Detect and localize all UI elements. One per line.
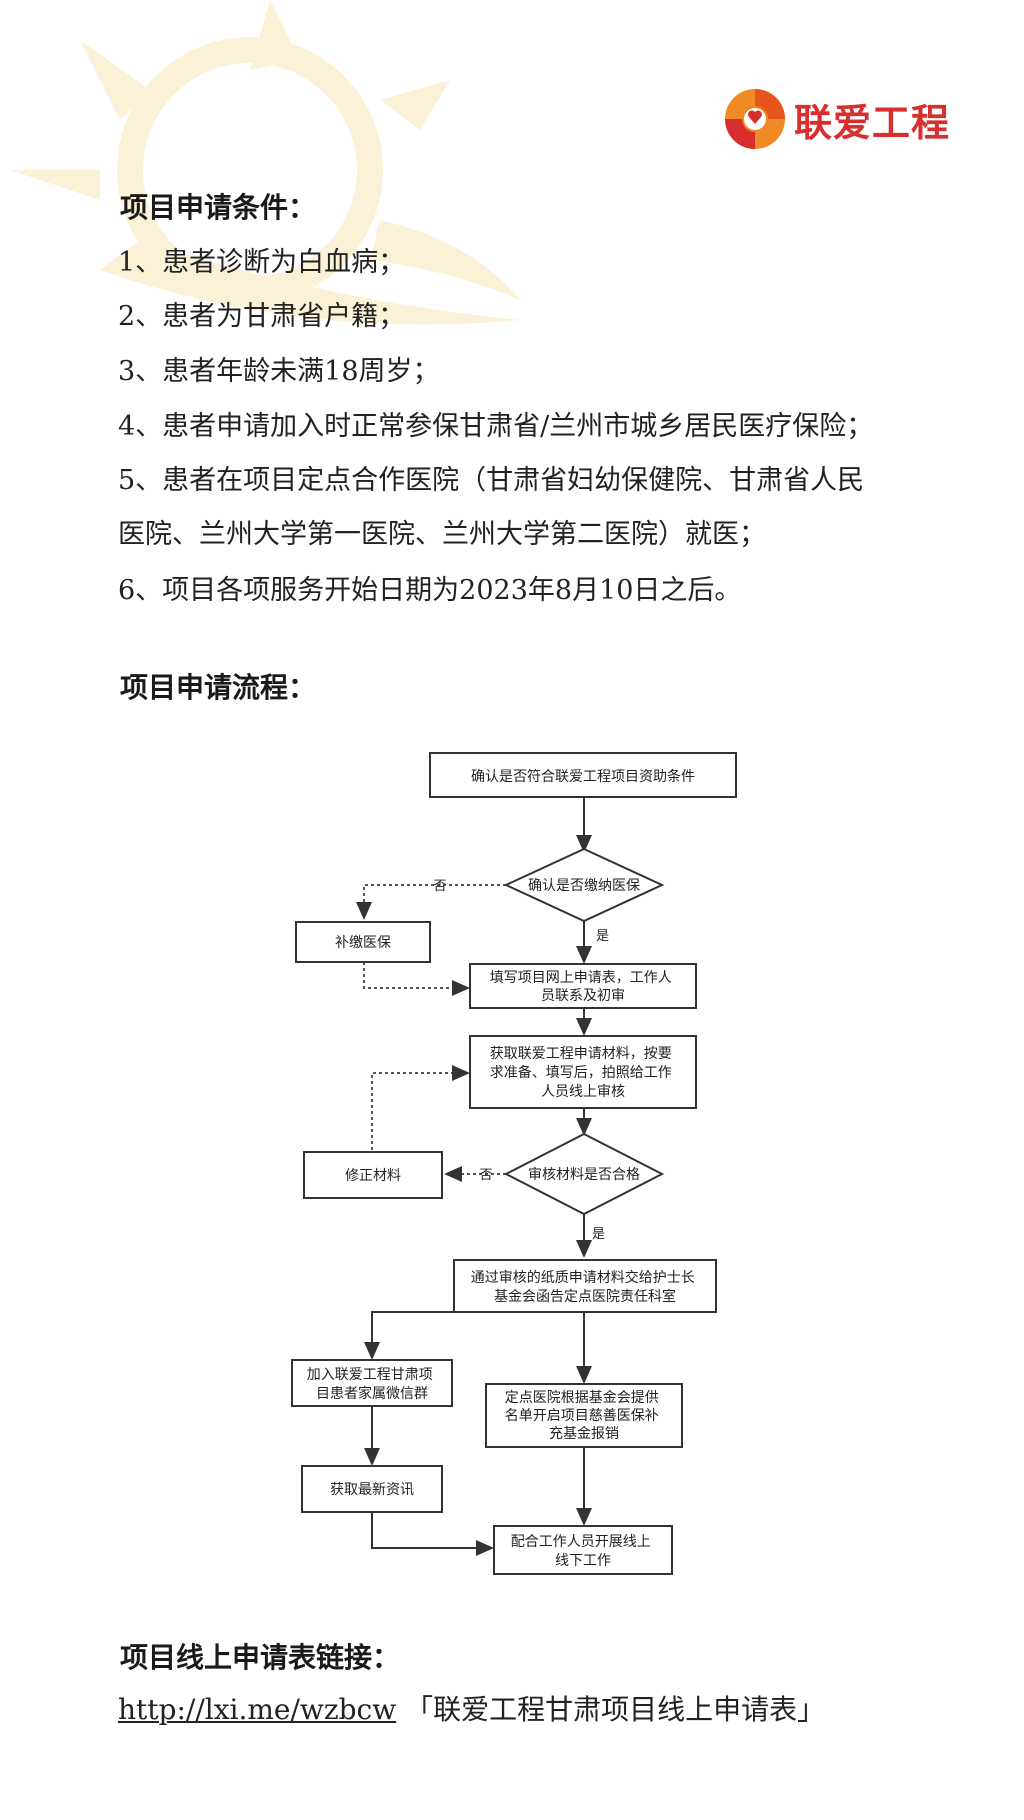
online-form-heading: 项目线上申请表链接： — [120, 1641, 401, 1674]
decision-check-insurance-label: 确认是否缴纳医保 — [528, 878, 640, 894]
label-yes: 是 — [592, 1227, 605, 1242]
condition-item: 4、患者申请加入时正常参保甘肃省/兰州市城乡居民医疗保险； — [118, 411, 874, 442]
online-form-title: 「联爱工程甘肃项目线上申请表」 — [405, 1693, 826, 1726]
node-fill-form-line: 填写项目网上申请表，工作人 — [490, 970, 672, 986]
node-get-materials-label: 获取联爱工程申请材料，按要 求准备、填写后，拍照给工作 人员线上审核 — [490, 1046, 676, 1100]
node-get-materials-line: 获取联爱工程申请材料，按要 — [490, 1046, 672, 1062]
label-no: 否 — [433, 879, 446, 894]
node-hospital-start-line: 充基金报销 — [549, 1425, 619, 1442]
label-no: 否 — [479, 1168, 492, 1183]
node-confirm-eligibility — [429, 752, 737, 798]
node-join-group-line: 目患者家属微信群 — [316, 1385, 428, 1402]
brand-logo: 联爱工程 — [720, 84, 950, 154]
node-get-materials-line: 人员线上审核 — [541, 1084, 625, 1100]
brand-name: 联爱工程 — [794, 100, 951, 145]
node-join-group — [291, 1359, 453, 1407]
condition-item: 6、项目各项服务开始日期为2023年8月10日之后。 — [118, 575, 742, 606]
condition-item-continued: 医院、兰州大学第一医院、兰州大学第二医院）就医； — [118, 519, 766, 550]
node-fix-materials — [303, 1151, 443, 1199]
node-submit-paper-line: 基金会函告定点医院责任科室 — [494, 1288, 676, 1305]
online-form-link-line: http://lxi.me/wzbcw 「联爱工程甘肃项目线上申请表」 — [118, 1688, 825, 1728]
node-join-group-line: 加入联爱工程甘肃项 — [307, 1367, 433, 1383]
node-cooperate-line: 线下工作 — [555, 1553, 611, 1569]
online-form-url[interactable]: http://lxi.me/wzbcw — [118, 1693, 397, 1726]
decision-review — [503, 1132, 665, 1216]
decision-check-insurance — [503, 847, 665, 923]
node-confirm-eligibility-label: 确认是否符合联爱工程项目资助条件 — [471, 768, 695, 785]
condition-item: 2、患者为甘肃省户籍； — [118, 301, 406, 332]
node-hospital-start-line: 定点医院根据基金会提供 — [505, 1389, 659, 1406]
node-submit-paper-line: 通过审核的纸质申请材料交给护士长 — [471, 1269, 695, 1286]
node-submit-paper — [453, 1259, 717, 1313]
background-sun-decoration — [10, 0, 520, 325]
brand-logo-icon — [725, 89, 785, 149]
application-flowchart: 确认是否符合联爱工程项目资助条件 确认是否缴纳医保 否 是 补缴医保 填写项目网… — [291, 752, 737, 1575]
node-fix-materials-label: 修正材料 — [345, 1168, 401, 1184]
node-cooperate-label: 配合工作人员开展线上 线下工作 — [511, 1534, 655, 1569]
node-hospital-start — [485, 1383, 683, 1448]
node-get-materials — [469, 1035, 697, 1109]
condition-item: 3、患者年龄未满18周岁； — [118, 356, 440, 387]
node-hospital-start-label: 定点医院根据基金会提供 名单开启项目慈善医保补 充基金报销 — [505, 1389, 663, 1442]
conditions-heading: 项目申请条件： — [120, 191, 317, 224]
node-get-materials-line: 求准备、填写后，拍照给工作 — [490, 1064, 672, 1081]
node-get-news — [301, 1465, 443, 1513]
node-submit-paper-label: 通过审核的纸质申请材料交给护士长 基金会函告定点医院责任科室 — [471, 1269, 699, 1305]
node-cooperate — [493, 1525, 673, 1575]
node-fill-form-line: 员联系及初审 — [541, 987, 625, 1004]
condition-item: 1、患者诊断为白血病； — [118, 247, 406, 278]
node-pay-insurance-label: 补缴医保 — [335, 935, 391, 951]
node-cooperate-line: 配合工作人员开展线上 — [511, 1534, 651, 1550]
process-heading: 项目申请流程： — [120, 671, 317, 704]
node-get-news-label: 获取最新资讯 — [330, 1482, 414, 1498]
node-hospital-start-line: 名单开启项目慈善医保补 — [505, 1408, 659, 1424]
decision-review-label: 审核材料是否合格 — [528, 1167, 640, 1183]
node-pay-insurance — [295, 921, 431, 963]
label-yes: 是 — [596, 929, 609, 944]
node-join-group-label: 加入联爱工程甘肃项 目患者家属微信群 — [307, 1367, 437, 1402]
node-fill-form — [469, 963, 697, 1009]
node-fill-form-label: 填写项目网上申请表，工作人 员联系及初审 — [490, 970, 676, 1004]
condition-item: 5、患者在项目定点合作医院（甘肃省妇幼保健院、甘肃省人民 — [118, 465, 865, 496]
